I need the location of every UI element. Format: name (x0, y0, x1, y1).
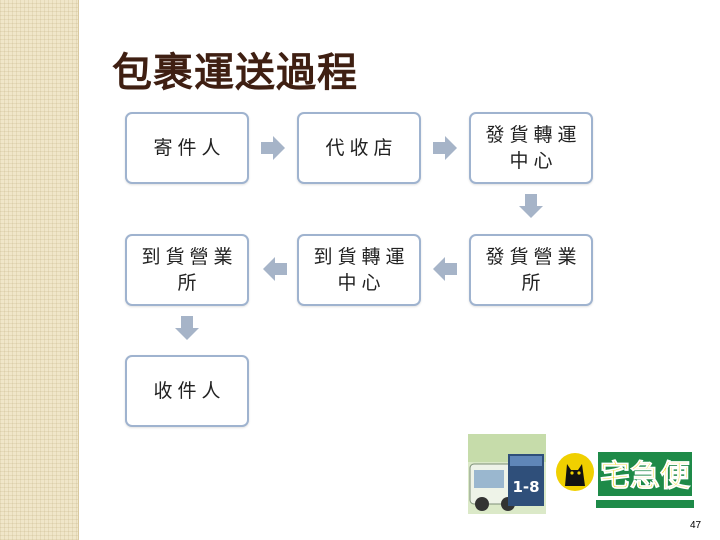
node-destination-hub-label: 到貨轉運中心 (313, 246, 410, 294)
node-recipient-label: 收件人 (153, 380, 226, 402)
node-destination-office: 到貨營業所 (125, 234, 249, 306)
node-origin-hub: 發貨轉運中心 (469, 112, 593, 184)
arrow-left-icon (263, 257, 287, 281)
node-origin-office-label: 發貨營業所 (485, 246, 582, 294)
node-origin-hub-label: 發貨轉運中心 (485, 124, 582, 172)
page-number: 47 (690, 520, 702, 531)
node-sender: 寄件人 (125, 112, 249, 184)
arrow-down-icon (175, 316, 199, 340)
brand-logo-image: 1-8 宅急便 (468, 434, 694, 526)
node-destination-hub: 到貨轉運中心 (297, 234, 421, 306)
node-recipient: 收件人 (125, 355, 249, 427)
slide-title: 包裹運送過程 (112, 49, 358, 96)
logo-area: 1-8 宅急便 (468, 434, 698, 526)
sign-number: 1-8 (512, 478, 539, 496)
node-collection-store: 代收店 (297, 112, 421, 184)
arrow-right-icon (261, 136, 285, 160)
arrow-down-icon (519, 194, 543, 218)
decorative-left-stripe (0, 0, 79, 540)
node-collection-store-label: 代收店 (325, 137, 398, 159)
node-origin-office: 發貨營業所 (469, 234, 593, 306)
brand-text: 宅急便 (600, 459, 691, 494)
arrow-left-icon (433, 257, 457, 281)
arrow-right-icon (433, 136, 457, 160)
node-destination-office-label: 到貨營業所 (141, 246, 238, 294)
node-sender-label: 寄件人 (153, 137, 226, 159)
